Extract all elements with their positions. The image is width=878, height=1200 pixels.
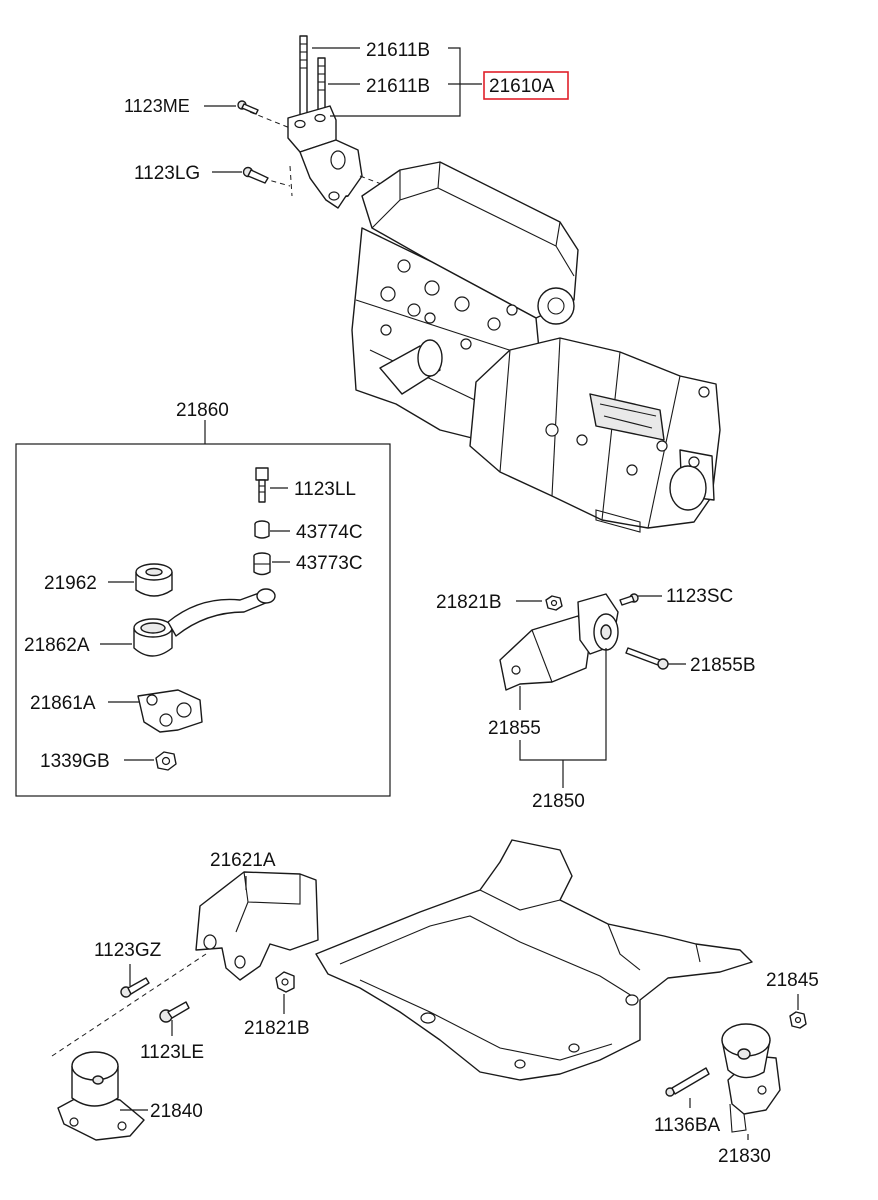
nut-21845-icon <box>789 1011 807 1029</box>
bolt-1136ba-icon <box>665 1067 710 1097</box>
label-1123gz[interactable]: 1123GZ <box>94 940 162 961</box>
bolt-21855b-icon <box>625 647 669 670</box>
bolt-1123sc-icon <box>619 593 639 606</box>
roll-rod-kit-box <box>15 420 391 797</box>
label-21862a[interactable]: 21862A <box>24 635 90 656</box>
label-21855[interactable]: 21855 <box>488 718 541 739</box>
bolt-1123ll-icon <box>255 467 269 503</box>
mount-21830-icon <box>721 1023 781 1133</box>
label-21860[interactable]: 21860 <box>176 400 229 421</box>
label-21861a[interactable]: 21861A <box>30 693 96 714</box>
label-21610a[interactable]: 21610A <box>489 76 555 97</box>
nut-21821b-bottom-icon <box>275 971 295 993</box>
bushing-21962-icon <box>135 563 173 597</box>
bushing-43773c-icon <box>253 552 271 576</box>
label-1123ll[interactable]: 1123LL <box>294 479 356 500</box>
bolt-1123lg-icon <box>242 166 269 184</box>
nut-1339gb-icon <box>155 751 177 771</box>
engine-mount-bracket <box>249 35 393 209</box>
highlight-box <box>483 71 569 100</box>
label-21962[interactable]: 21962 <box>44 573 97 594</box>
label-21821b-bottom[interactable]: 21821B <box>244 1018 310 1039</box>
bolt-1123me-icon <box>237 100 259 115</box>
bracket-21861a-icon <box>137 689 203 733</box>
bolt-1123le-icon <box>159 1001 190 1023</box>
roll-rod-21862a-icon <box>133 588 276 657</box>
label-1123sc[interactable]: 1123SC <box>666 586 733 607</box>
subframe-crossmember <box>315 839 753 1081</box>
label-21845[interactable]: 21845 <box>766 970 819 991</box>
label-21611b-b[interactable]: 21611B <box>366 76 430 97</box>
label-43773c[interactable]: 43773C <box>296 553 363 574</box>
label-1123lg[interactable]: 1123LG <box>134 163 200 184</box>
label-43774c[interactable]: 43774C <box>296 522 363 543</box>
leader-lines <box>100 47 799 1140</box>
nut-21821b-top-icon <box>545 595 563 611</box>
label-21830[interactable]: 21830 <box>718 1146 771 1167</box>
label-1123le[interactable]: 1123LE <box>140 1042 204 1063</box>
bolt-1123gz-icon <box>120 977 150 998</box>
bushing-43774c-icon <box>254 520 270 539</box>
label-1123me[interactable]: 1123ME <box>124 96 190 116</box>
label-21850[interactable]: 21850 <box>532 791 585 812</box>
bracket-21621a-icon <box>195 871 319 981</box>
transmission-mount-21850 <box>499 593 619 691</box>
label-21840[interactable]: 21840 <box>150 1101 203 1122</box>
label-1339gb[interactable]: 1339GB <box>40 751 110 772</box>
label-21855b[interactable]: 21855B <box>690 655 756 676</box>
label-21611b-a[interactable]: 21611B <box>366 40 430 61</box>
mount-21840-icon <box>57 1051 145 1141</box>
label-1136ba[interactable]: 1136BA <box>654 1115 721 1136</box>
part-labels: 21611B 21611B 21610A 1123ME 1123LG 21860… <box>24 40 819 1167</box>
engine-transaxle-assembly <box>351 161 721 533</box>
label-21821b-top[interactable]: 21821B <box>436 592 502 613</box>
label-21621a[interactable]: 21621A <box>210 850 276 871</box>
